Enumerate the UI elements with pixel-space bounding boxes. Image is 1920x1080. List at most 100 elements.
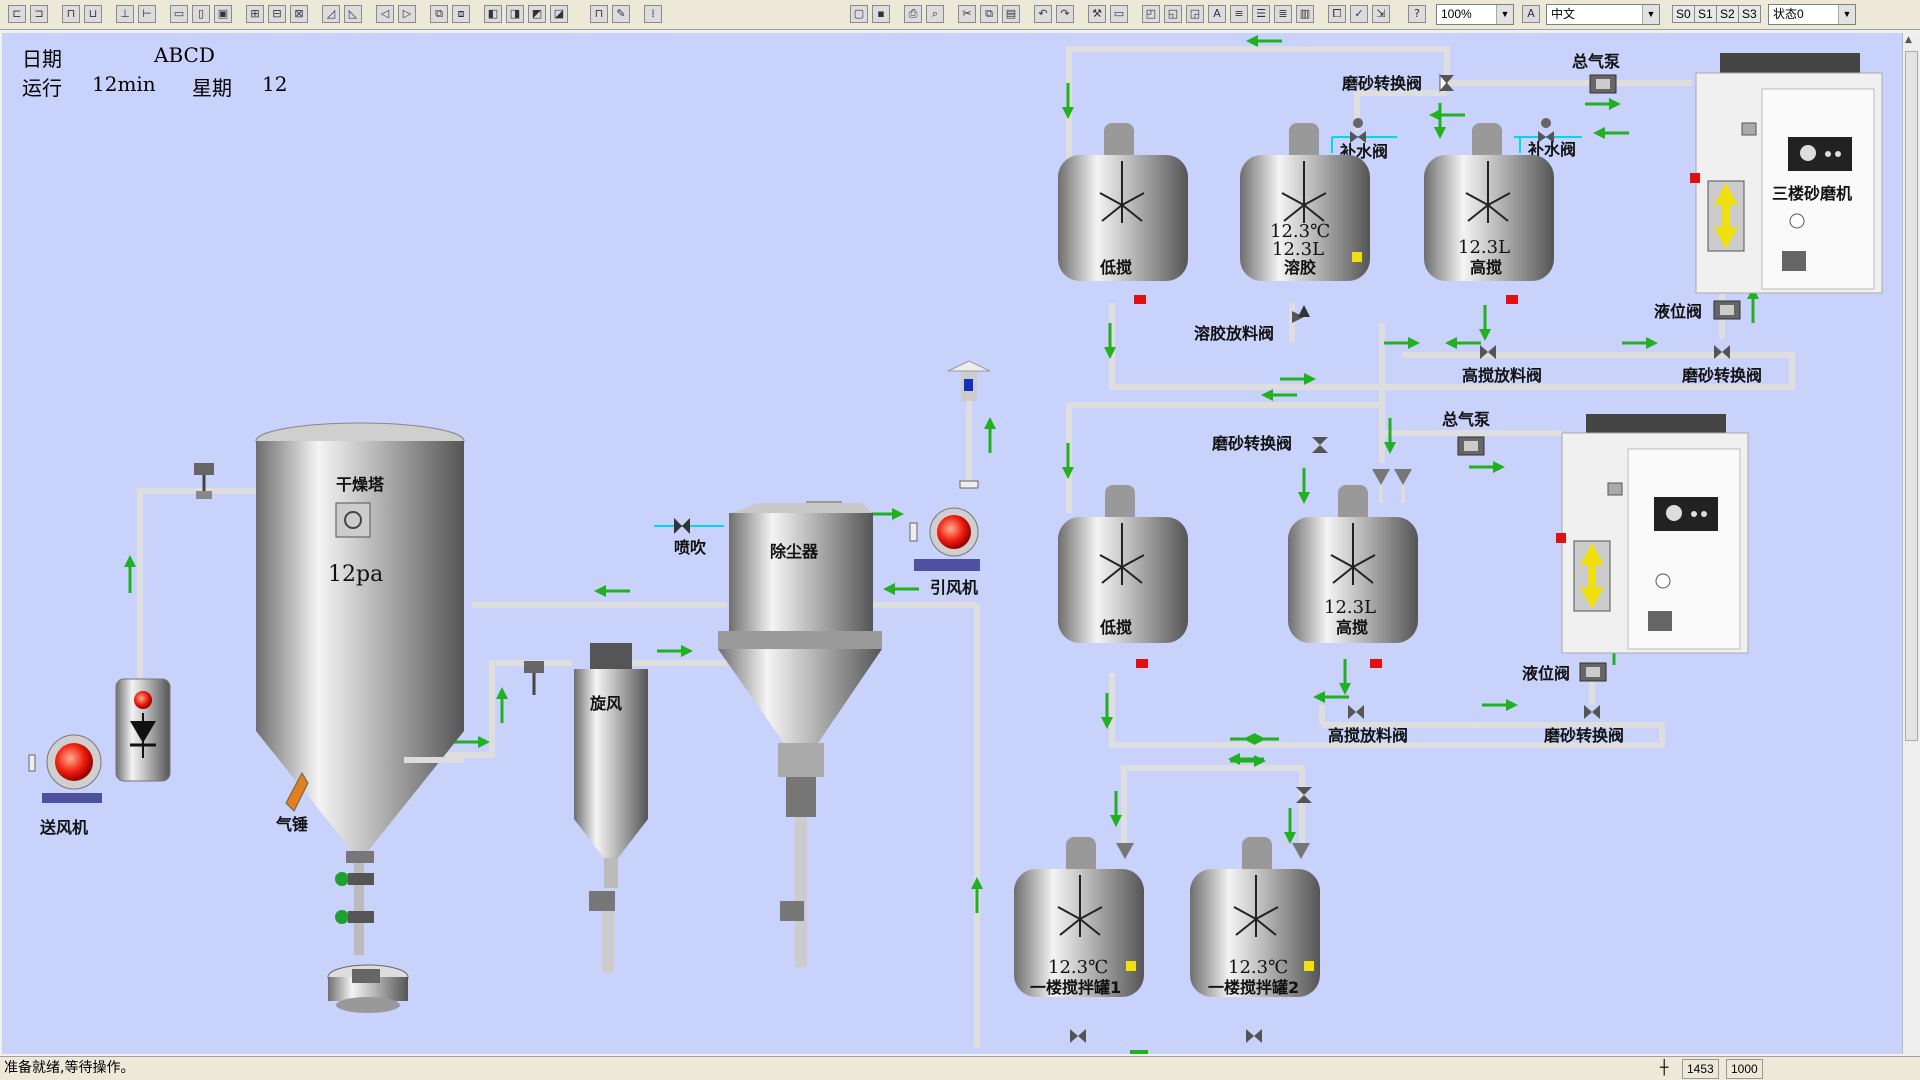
align-top-icon[interactable]: ⊓	[62, 5, 80, 23]
space-h-icon[interactable]: ⊞	[246, 5, 264, 23]
backward-icon[interactable]: ◪	[550, 5, 568, 23]
tools-icon[interactable]: ⚒	[1088, 5, 1106, 23]
mid-cone-valves[interactable]	[1372, 469, 1412, 503]
top-water-valve-2[interactable]	[1514, 118, 1582, 153]
blower-fan[interactable]	[28, 734, 102, 803]
font-icon[interactable]: A	[1522, 5, 1540, 23]
ungroup-icon[interactable]: ⧈	[452, 5, 470, 23]
space-v-icon[interactable]: ⊟	[268, 5, 286, 23]
list-icon[interactable]: ≡	[1230, 5, 1248, 23]
state-button-s2[interactable]: S2	[1716, 5, 1739, 23]
bottom-switch-valve[interactable]	[1296, 787, 1312, 803]
cut-icon[interactable]: ✂	[958, 5, 976, 23]
align-bottom-icon[interactable]: ⊔	[84, 5, 102, 23]
top-glue-discharge-valve[interactable]	[1292, 305, 1310, 323]
text-icon[interactable]: A	[1208, 5, 1226, 23]
top-water-valve-1[interactable]	[1331, 118, 1397, 153]
help-icon[interactable]: ?	[1408, 5, 1426, 23]
align-right-icon[interactable]: ⊐	[30, 5, 48, 23]
bottom-outlet-valves[interactable]	[1070, 1029, 1262, 1054]
top-level-valve[interactable]	[1713, 300, 1741, 320]
state-button-s0[interactable]: S0	[1672, 5, 1695, 23]
undo-icon[interactable]: ↶	[1034, 5, 1052, 23]
flip-icon[interactable]: ◺	[344, 5, 362, 23]
layer3-icon[interactable]: ◲	[1186, 5, 1204, 23]
inlet-damper[interactable]	[194, 463, 214, 499]
bottom-tank-1[interactable]	[1014, 837, 1144, 997]
print-icon[interactable]: ⎙	[904, 5, 922, 23]
state-button-s3[interactable]: S3	[1738, 5, 1761, 23]
check-icon[interactable]: ✓	[1350, 5, 1368, 23]
scroll-up-icon[interactable]: ▲	[1905, 35, 1912, 45]
align-center-h-icon[interactable]: ⊢	[138, 5, 156, 23]
cyclone-damper[interactable]	[524, 661, 544, 695]
save-icon[interactable]: ▪	[872, 5, 890, 23]
air-hammer[interactable]	[285, 771, 309, 812]
dots-grid-icon[interactable]: ⁞	[644, 5, 662, 23]
top-sand-mill[interactable]	[1690, 53, 1883, 294]
mid-level-valve[interactable]	[1579, 662, 1607, 682]
chevron-down-icon[interactable]: ▼	[1838, 5, 1855, 24]
state-select[interactable]: 状态0 ▼	[1768, 4, 1856, 25]
top-switch-valve-b[interactable]	[1714, 345, 1730, 359]
chart-icon[interactable]: ▥	[1296, 5, 1314, 23]
top-tank-low[interactable]	[1058, 123, 1188, 304]
vibrating-screen[interactable]	[327, 964, 409, 1013]
same-size-icon[interactable]: ▣	[214, 5, 232, 23]
lock-icon[interactable]: ⊓	[590, 5, 608, 23]
top-switch-valve[interactable]	[1439, 73, 1454, 93]
align-center-v-icon[interactable]: ⊥	[116, 5, 134, 23]
forward-icon[interactable]: ◩	[528, 5, 546, 23]
mid-air-pump[interactable]	[1457, 436, 1485, 456]
mirror-v-icon[interactable]: ▷	[398, 5, 416, 23]
top-tank-high[interactable]	[1424, 123, 1554, 304]
spray-valve[interactable]	[654, 518, 724, 534]
chevron-down-icon[interactable]: ▼	[1642, 5, 1659, 24]
new-icon[interactable]: ▢	[850, 5, 868, 23]
language-select[interactable]: 中文 ▼	[1546, 4, 1660, 25]
same-height-icon[interactable]: ▯	[192, 5, 210, 23]
chevron-down-icon[interactable]: ▼	[1496, 5, 1513, 24]
bring-front-icon[interactable]: ◧	[484, 5, 502, 23]
same-width-icon[interactable]: ▭	[170, 5, 188, 23]
align-left-icon[interactable]: ⊏	[8, 5, 26, 23]
layer2-icon[interactable]: ◱	[1164, 5, 1182, 23]
mid-high-discharge-valve[interactable]	[1348, 705, 1364, 719]
export-icon[interactable]: ⇲	[1372, 5, 1390, 23]
preview-icon[interactable]: ⌕	[926, 5, 944, 23]
dust-collector[interactable]	[718, 501, 882, 967]
list3-icon[interactable]: ≣	[1274, 5, 1292, 23]
mid-tank-low[interactable]	[1058, 485, 1188, 668]
bottom-tank-2[interactable]	[1190, 837, 1320, 997]
copy-icon[interactable]: ⧉	[980, 5, 998, 23]
top-high-discharge-valve[interactable]	[1480, 345, 1496, 359]
top-air-pump[interactable]	[1589, 74, 1617, 94]
windows-icon[interactable]: ⧠	[1328, 5, 1346, 23]
top-tank-glue[interactable]	[1240, 123, 1370, 281]
heater[interactable]	[115, 678, 171, 782]
mirror-h-icon[interactable]: ◁	[376, 5, 394, 23]
vertical-scrollbar[interactable]: ▲	[1902, 33, 1920, 1054]
zoom-select[interactable]: 100% ▼	[1436, 4, 1514, 25]
list2-icon[interactable]: ☰	[1252, 5, 1270, 23]
scroll-thumb[interactable]	[1905, 51, 1918, 741]
layer1-icon[interactable]: ◰	[1142, 5, 1160, 23]
induced-fan[interactable]	[909, 507, 980, 571]
mid-tank-high[interactable]	[1288, 485, 1418, 668]
redo-icon[interactable]: ↷	[1056, 5, 1074, 23]
mid-sand-mill[interactable]	[1556, 414, 1749, 654]
dryer-tower[interactable]	[255, 422, 465, 863]
paste-icon[interactable]: ▤	[1002, 5, 1020, 23]
grid-icon[interactable]: ⊠	[290, 5, 308, 23]
state-button-s1[interactable]: S1	[1694, 5, 1717, 23]
cyclone[interactable]	[574, 643, 648, 973]
discharge-valves[interactable]	[335, 863, 374, 955]
mid-switch-valve-b[interactable]	[1584, 705, 1600, 719]
edit-icon[interactable]: ✎	[612, 5, 630, 23]
group-icon[interactable]: ⧉	[430, 5, 448, 23]
window-icon[interactable]: ▭	[1110, 5, 1128, 23]
send-back-icon[interactable]: ◨	[506, 5, 524, 23]
mid-switch-valve[interactable]	[1312, 437, 1328, 453]
rotate-icon[interactable]: ◿	[322, 5, 340, 23]
bottom-cone-valves[interactable]	[1116, 843, 1310, 859]
